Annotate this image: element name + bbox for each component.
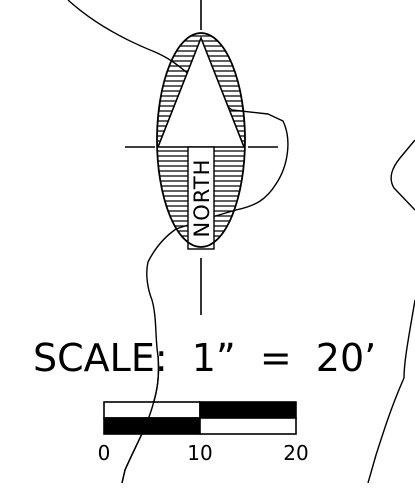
scale-bar-seg-top-2 — [199, 401, 297, 419]
scale-bar-seg-bot-1 — [103, 417, 201, 435]
scale-tick-10: 10 — [187, 441, 212, 465]
north-arrow-pointer — [156, 35, 246, 148]
scale-bar-seg-bot-2 — [199, 417, 297, 435]
north-arrow-label-strip — [187, 146, 215, 250]
scale-ticks: 0 10 20 — [98, 441, 309, 465]
scale-tick-20: 20 — [283, 441, 308, 465]
north-arrow-label: NORTH — [190, 159, 214, 238]
north-arrow-crosshair — [125, 0, 278, 315]
scale-bar — [103, 401, 297, 435]
boundary-line-overlay — [121, 355, 160, 484]
north-arrow-ellipse — [156, 32, 246, 248]
scale-tick-0: 0 — [98, 441, 111, 465]
scale-label: SCALE: 1” = 20’ — [33, 336, 376, 380]
north-arrow: NORTH — [125, 0, 278, 315]
boundary-line-right-upper — [390, 139, 415, 211]
boundary-line-right-lower — [367, 299, 415, 484]
